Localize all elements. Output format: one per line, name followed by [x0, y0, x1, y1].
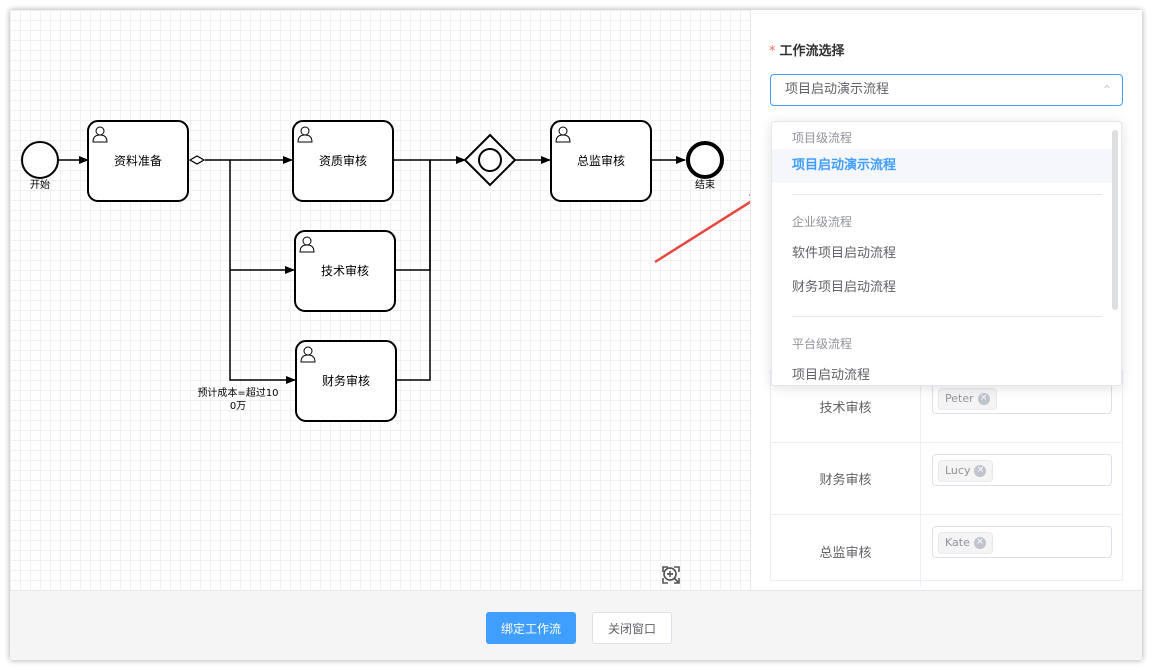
- assignee-tag: Kate×: [938, 531, 993, 554]
- assignee-tag-label: Kate: [945, 536, 970, 549]
- annotation-arrow: [654, 190, 750, 264]
- task-qualification-label: 资质审核: [319, 153, 367, 168]
- assignee-tag-label: Peter: [945, 392, 974, 405]
- assignee-input[interactable]: Peter×: [932, 382, 1112, 414]
- dialog-footer: 绑定工作流 关闭窗口: [10, 590, 1142, 660]
- task-qualification[interactable]: 资质审核: [292, 120, 394, 202]
- user-icon: [299, 236, 315, 253]
- chevron-up-icon: ⌃: [1101, 83, 1112, 97]
- task-prepare-label: 资料准备: [114, 154, 162, 168]
- assignee-input[interactable]: Lucy×: [932, 454, 1112, 486]
- user-icon: [92, 126, 108, 143]
- start-event-label: 开始: [30, 178, 50, 191]
- close-icon[interactable]: ×: [973, 536, 986, 549]
- close-icon[interactable]: ×: [974, 464, 987, 477]
- row-task-name: 财务审核: [771, 443, 921, 514]
- table-row: 总监审核 Kate×: [771, 515, 1122, 587]
- dropdown-separator: [792, 194, 1102, 195]
- close-window-button[interactable]: 关闭窗口: [592, 612, 672, 644]
- dropdown-option[interactable]: 项目启动演示流程: [772, 149, 1114, 183]
- task-technical[interactable]: 技术审核: [294, 230, 396, 312]
- bpmn-diagram: 开始 资料准备 资质审核: [21, 120, 750, 422]
- table-row: 技术审核 Peter×: [771, 371, 1122, 443]
- user-icon: [300, 346, 316, 363]
- user-icon: [555, 126, 571, 143]
- workflow-select-value: 项目启动演示流程: [785, 82, 890, 97]
- dropdown-option[interactable]: 软件项目启动流程: [792, 246, 897, 261]
- workflow-dropdown: 项目级流程 项目启动演示流程 企业级流程 软件项目启动流程 财务项目启动流程 平…: [771, 121, 1122, 386]
- workflow-select-label-text: 工作流选择: [779, 44, 845, 59]
- user-icon: [297, 126, 313, 143]
- zoom-toolbar: [662, 566, 748, 588]
- condition-marker: [188, 155, 206, 165]
- end-event-label: 结束: [695, 178, 715, 191]
- dropdown-option[interactable]: 财务项目启动流程: [792, 280, 897, 295]
- row-task-name: 技术审核: [771, 371, 921, 442]
- fit-screen-icon[interactable]: [662, 566, 748, 588]
- assignee-tag: Peter×: [938, 387, 997, 410]
- panel-divider: [750, 10, 751, 590]
- task-technical-label: 技术审核: [321, 263, 369, 278]
- gateway[interactable]: [463, 133, 517, 187]
- end-event[interactable]: [686, 141, 724, 179]
- bpmn-canvas[interactable]: 开始 资料准备 资质审核: [10, 10, 750, 590]
- start-event[interactable]: [21, 141, 59, 179]
- task-finance-label: 财务审核: [322, 373, 370, 388]
- dropdown-group-title: 项目级流程: [792, 131, 853, 145]
- assignee-table: 技术审核 Peter× 财务审核 Lucy× 总监审核 Kate×: [770, 370, 1123, 587]
- workflow-select-label: *工作流选择: [769, 40, 845, 59]
- close-icon[interactable]: ×: [977, 392, 990, 405]
- task-director[interactable]: 总监审核: [550, 120, 652, 202]
- task-prepare[interactable]: 资料准备: [87, 120, 189, 202]
- condition-label-line2: 0万: [230, 401, 246, 412]
- dropdown-scrollbar[interactable]: [1112, 130, 1118, 310]
- dropdown-group-title: 平台级流程: [792, 337, 853, 351]
- dropdown-option[interactable]: 项目启动流程: [792, 368, 871, 383]
- sequence-flows: [58, 156, 686, 384]
- task-director-label: 总监审核: [577, 153, 625, 168]
- bind-workflow-button[interactable]: 绑定工作流: [486, 612, 576, 644]
- task-finance[interactable]: 财务审核: [295, 340, 397, 422]
- dialog: 开始 资料准备 资质审核: [10, 10, 1142, 660]
- zoom-out-icon[interactable]: [663, 566, 716, 588]
- assignee-input[interactable]: Kate×: [932, 526, 1112, 558]
- dropdown-separator: [792, 316, 1102, 317]
- dropdown-group-title: 企业级流程: [792, 215, 853, 229]
- required-star-icon: *: [769, 44, 776, 59]
- row-task-name: 总监审核: [771, 515, 921, 587]
- assignee-tag: Lucy×: [938, 459, 994, 482]
- workflow-select[interactable]: 项目启动演示流程 ⌃: [770, 74, 1123, 106]
- table-row: 财务审核 Lucy×: [771, 443, 1122, 515]
- condition-label-line1: 预计成本=超过10: [197, 386, 278, 399]
- assignee-tag-label: Lucy: [945, 464, 971, 477]
